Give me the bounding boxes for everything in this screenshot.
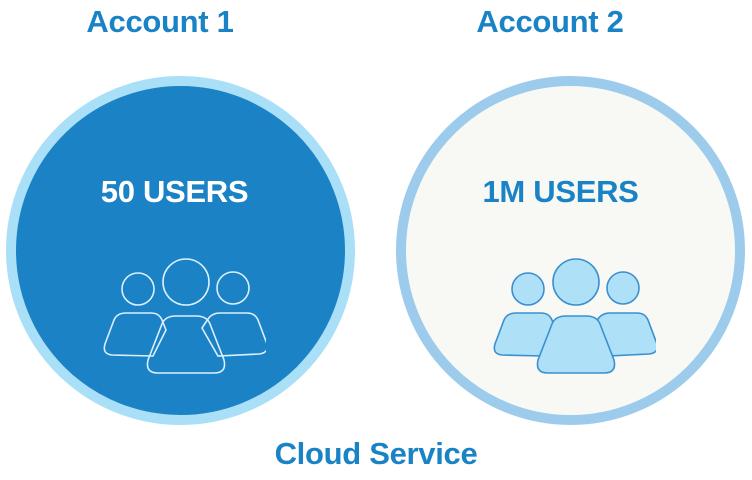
user-right-head-icon [216, 271, 250, 305]
user-center-body-icon [146, 315, 226, 374]
user-center-head-icon [162, 258, 210, 306]
account-1-circle: 50 USERS [6, 76, 355, 425]
user-left-head-icon [511, 272, 545, 306]
cloud-service-label: Cloud Service [274, 436, 478, 471]
user-right-body-icon [201, 312, 266, 357]
users-group-icon [103, 258, 266, 374]
user-left-head-icon [121, 272, 155, 306]
account-1-title: Account 1 [86, 4, 234, 39]
account-1-user-count: 50 USERS [100, 174, 249, 209]
user-left-body-icon [103, 312, 167, 357]
users-group-icon [493, 258, 656, 374]
user-center-body-icon [536, 315, 616, 374]
user-left-body-icon [493, 312, 557, 357]
user-center-head-icon [552, 258, 600, 306]
account-2-title: Account 2 [476, 4, 624, 39]
account-2-circle: 1M USERS [396, 76, 745, 425]
user-right-head-icon [606, 271, 640, 305]
account-2-user-count: 1M USERS [482, 174, 639, 209]
